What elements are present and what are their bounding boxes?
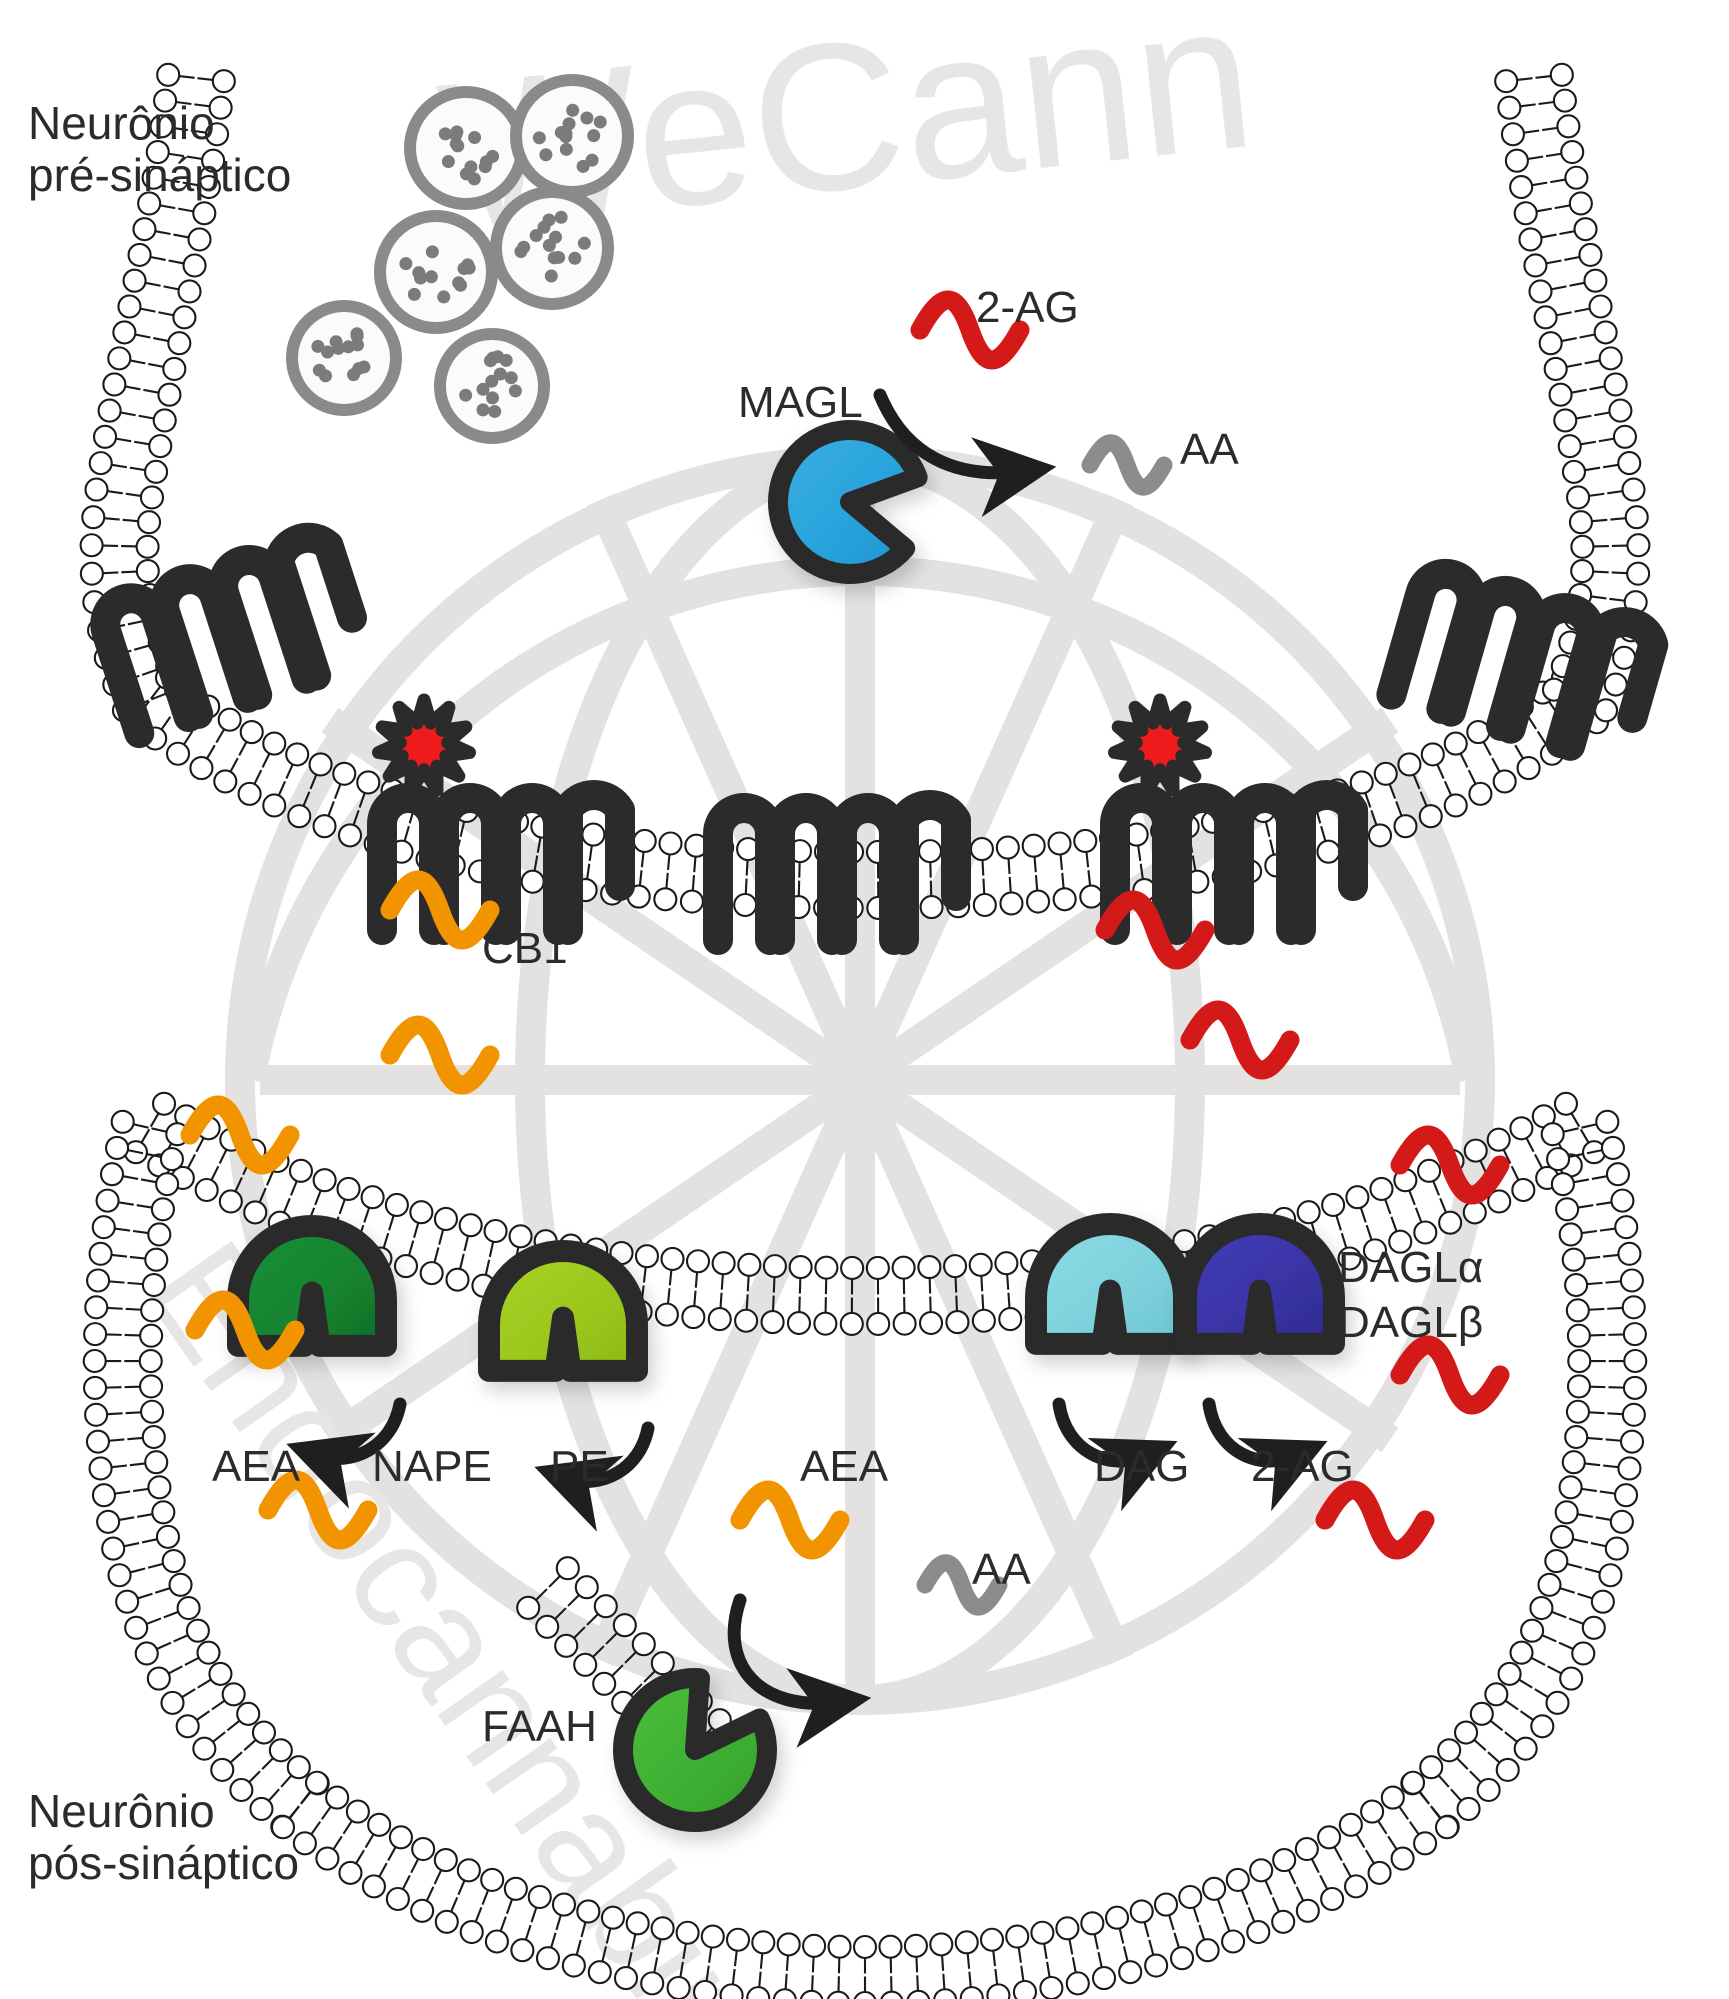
- enzyme-faah: [613, 1668, 777, 1832]
- aa-top-label: AA: [1180, 425, 1239, 474]
- molecule-2-ag: [1390, 1125, 1510, 1205]
- molecule-group: [180, 290, 1510, 1616]
- molecule-aea: [258, 1470, 378, 1550]
- molecule-aea: [730, 1480, 850, 1560]
- synaptic-vesicle: [286, 300, 402, 416]
- nape-label: NAPE: [372, 1442, 492, 1491]
- aea-left-label: AEA: [212, 1442, 301, 1491]
- pe-label: PE: [550, 1442, 609, 1491]
- molecule-2-ag: [1315, 1480, 1435, 1560]
- arrow-magl-2ag-to-aa: [873, 388, 1057, 518]
- magl-label: MAGL: [738, 378, 863, 427]
- synaptic-vesicle: [374, 210, 498, 334]
- molecule-2-ag: [1180, 1000, 1300, 1080]
- enzyme-magl: [768, 420, 928, 584]
- aa-bottom-label: AA: [972, 1545, 1031, 1594]
- enzyme-dagl-: [1025, 1213, 1195, 1355]
- enzyme-abhd4: [478, 1240, 648, 1382]
- cb1-receptor: [90, 522, 368, 749]
- cb1-receptors: [90, 522, 1669, 955]
- molecule-aea: [380, 1015, 500, 1095]
- synaptic-vesicles: [286, 74, 634, 444]
- dagl-alpha-label: DAGLα: [1338, 1243, 1484, 1292]
- enzyme-dagl-: [1175, 1213, 1345, 1355]
- reaction-arrows: [286, 388, 1328, 1748]
- arrow-dagla: [1052, 1397, 1178, 1512]
- arrow-daglb: [1202, 1397, 1328, 1512]
- activation-burst-group: [372, 693, 1212, 797]
- dag-label: DAG: [1094, 1442, 1190, 1491]
- enzyme-nape-pld: [227, 1215, 397, 1357]
- aea-mid-label: AEA: [800, 1442, 889, 1491]
- molecule-2-ag: [1095, 890, 1215, 970]
- cb1-label: CB1: [482, 924, 568, 973]
- faah-label: FAAH: [482, 1702, 597, 1751]
- presynaptic-neuron-label: Neurônio pré-sináptico: [28, 97, 292, 201]
- molecule-aea: [180, 1095, 300, 1175]
- postsynaptic-neuron-label: Neurônio pós-sináptico: [28, 1785, 300, 1889]
- cb1-receptor: [703, 790, 971, 955]
- molecule-2-ag: [910, 290, 1030, 370]
- enzyme-group: [227, 420, 1345, 1832]
- cb1-receptor: [1100, 780, 1368, 945]
- two-ag-bottom-label: 2-AG: [1251, 1442, 1354, 1491]
- activation-burst: [1108, 693, 1212, 797]
- molecule-aa: [916, 1554, 1008, 1616]
- arrow-nape-pld: [286, 1397, 407, 1509]
- two-ag-top-label: 2-AG: [976, 283, 1079, 332]
- cb1-receptor: [1376, 558, 1669, 761]
- arrow-abhd4: [534, 1421, 655, 1532]
- molecule-aa: [1081, 434, 1173, 496]
- arrow-faah-aea-to-aa: [727, 1593, 872, 1748]
- synaptic-vesicle: [404, 86, 528, 210]
- activation-burst: [372, 693, 476, 797]
- molecule-aea: [185, 1290, 305, 1370]
- molecule-aea: [380, 870, 500, 950]
- dagl-beta-label: DAGLβ: [1338, 1298, 1484, 1347]
- molecule-2-ag: [1390, 1335, 1510, 1415]
- cb1-receptor: [367, 780, 635, 945]
